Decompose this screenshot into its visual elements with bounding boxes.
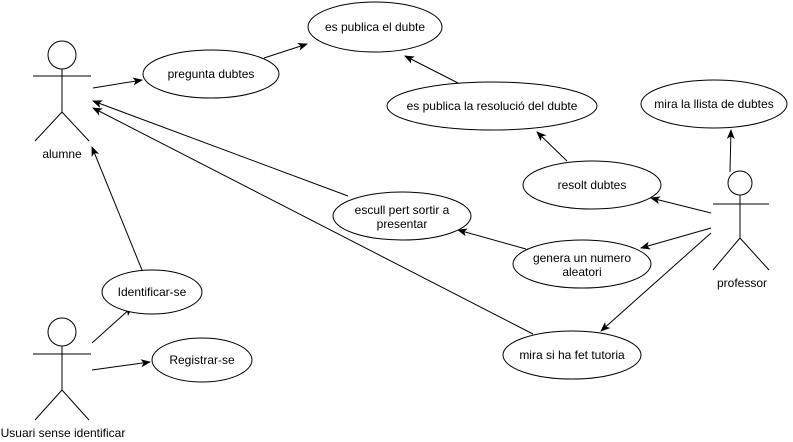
actor-usuari-sense-identificar[interactable]: Usuari sense identificar bbox=[1, 317, 126, 440]
actor-left-leg bbox=[34, 389, 63, 421]
use-case-resolt-dubtes[interactable]: resolt dubtes bbox=[522, 160, 662, 210]
use-case-registrar-se[interactable]: Registrar-se bbox=[151, 337, 253, 383]
relations bbox=[91, 42, 735, 371]
actor-right-leg bbox=[61, 111, 90, 142]
actor-head bbox=[727, 170, 753, 196]
use-case-label: mira la llista de dubtes bbox=[654, 97, 773, 111]
relation-arrow-professor-to-genera-numero bbox=[640, 227, 712, 250]
actor-head bbox=[47, 40, 77, 70]
use-case-label: aleatori bbox=[562, 265, 601, 279]
relation-arrow-usuari-to-identificar bbox=[91, 306, 133, 344]
use-case-label: pregunta dubtes bbox=[168, 67, 255, 81]
actor-right-leg bbox=[61, 389, 90, 421]
relation-arrow-professor-to-mira-llista bbox=[726, 129, 735, 173]
use-case-genera-un-numero-aleatori[interactable]: genera un numero aleatori bbox=[512, 239, 652, 289]
use-case-label: es publica la resolució del dubte bbox=[407, 99, 578, 113]
relation-arrow-genera-numero-to-escull-pert bbox=[457, 228, 527, 250]
use-case-mira-si-ha-fet-tutoria[interactable]: mira si ha fet tutoria bbox=[502, 330, 642, 380]
relation-arrow-identificar-to-alumne bbox=[91, 146, 143, 271]
relation-arrow-pregunta-dubtes-to-es-publica-dubte bbox=[263, 42, 308, 59]
actor-professor[interactable]: professor bbox=[712, 170, 770, 290]
actor-head bbox=[47, 317, 77, 347]
actor-label: alumne bbox=[42, 147, 82, 161]
use-case-mira-la-llista-de-dubtes[interactable]: mira la llista de dubtes bbox=[640, 79, 788, 129]
actor-left-leg bbox=[34, 111, 63, 142]
use-case-label: Registrar-se bbox=[169, 353, 235, 367]
actor-alumne[interactable]: alumne bbox=[33, 40, 91, 161]
relation-arrow-professor-to-mira-tutoria bbox=[600, 232, 712, 332]
use-case-label: Identificar-se bbox=[118, 285, 187, 299]
relation-arrow-usuari-to-registrar bbox=[91, 359, 151, 371]
use-case-label: genera un numero bbox=[533, 251, 631, 265]
relation-arrow-escull-pert-to-alumne bbox=[92, 100, 349, 197]
use-case-label: presentar bbox=[377, 217, 428, 231]
use-case-escull-pert-sortir-a-presentar[interactable]: escull pert sortir a presentar bbox=[332, 191, 472, 241]
actor-label: professor bbox=[717, 276, 767, 290]
relation-arrow-professor-to-resolt-dubtes bbox=[650, 196, 712, 214]
use-case-label: mira si ha fet tutoria bbox=[519, 348, 625, 362]
relation-arrow-mira-tutoria-to-alumne bbox=[92, 107, 534, 335]
relation-arrow-alumne-to-pregunta-dubtes bbox=[92, 77, 143, 89]
use-case-es-publica-la-resolucio[interactable]: es publica la resolució del dubte bbox=[386, 81, 598, 131]
use-case-label: es publica el dubte bbox=[325, 20, 425, 34]
relation-arrow-es-publica-resolucio-to-es-publica-dubte bbox=[404, 55, 459, 84]
actor-left-leg bbox=[712, 237, 741, 271]
relation-arrow-resolt-dubtes-to-es-publica-resolucio bbox=[536, 131, 568, 162]
use-case-pregunta-dubtes[interactable]: pregunta dubtes bbox=[142, 49, 280, 99]
use-case-es-publica-el-dubte[interactable]: es publica el dubte bbox=[307, 1, 443, 53]
actor-label: Usuari sense identificar bbox=[1, 426, 126, 440]
actor-right-leg bbox=[739, 237, 770, 271]
use-case-label: resolt dubtes bbox=[558, 178, 627, 192]
use-case-identificar-se[interactable]: Identificar-se bbox=[101, 269, 203, 315]
use-case-label: escull pert sortir a bbox=[355, 203, 450, 217]
